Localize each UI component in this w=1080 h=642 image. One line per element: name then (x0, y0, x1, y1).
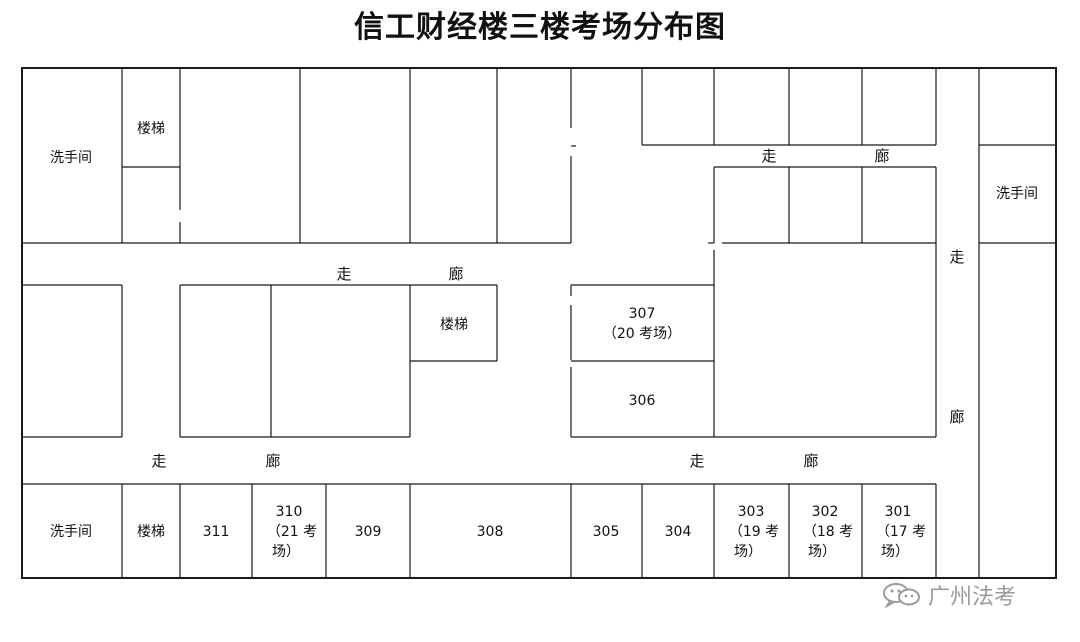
watermark-text: 广州法考 (928, 585, 1017, 610)
stairs-middle: 楼梯 (440, 317, 468, 333)
room-302-number: 302 (812, 504, 839, 520)
room-305: 305 (593, 524, 620, 540)
room-310-number: 310 (276, 504, 303, 520)
stairs-bottom-left: 楼梯 (137, 524, 165, 540)
corridor-bottom-left-zou: 走 (151, 452, 166, 470)
room-310-exam-end: 场） (272, 544, 300, 560)
page-title: 信工财经楼三楼考场分布图 (354, 10, 726, 45)
room-307-number: 307 (629, 306, 656, 322)
corridor-right-lang: 廊 (949, 408, 964, 426)
room-303-number: 303 (738, 504, 765, 520)
room-310-exam: （21 考 (267, 524, 317, 540)
room-301-exam: （17 考 (876, 524, 926, 540)
room-306: 306 (629, 393, 656, 409)
corridor-bottom-left-lang: 廊 (265, 452, 280, 470)
corridor-top-right-lang: 廊 (874, 147, 889, 165)
corridor-right-zou: 走 (949, 248, 964, 266)
room-302-exam-end: 场） (808, 544, 836, 560)
corridor-bottom-right-zou: 走 (689, 452, 704, 470)
corridor-top-right-zou: 走 (761, 147, 776, 165)
room-302-exam: （18 考 (803, 524, 853, 540)
corridor-bottom-right-lang: 廊 (803, 452, 818, 470)
corridor-middle-zou: 走 (336, 265, 351, 283)
room-301-number: 301 (885, 504, 912, 520)
room-303-exam-end: 场） (734, 544, 762, 560)
room-303-exam: （19 考 (729, 524, 779, 540)
washroom-top-right: 洗手间 (996, 186, 1038, 202)
watermark: 广州法考 (882, 580, 1016, 610)
room-labels: 洗手间 楼梯 洗手间 楼梯 307 （20 考场） 306 洗手间 楼梯 311… (50, 121, 1038, 560)
washroom-bottom-left: 洗手间 (50, 524, 92, 540)
wechat-icon (883, 583, 920, 608)
room-301-exam-end: 场） (881, 544, 909, 560)
room-304: 304 (665, 524, 692, 540)
room-309: 309 (355, 524, 382, 540)
room-311: 311 (203, 524, 230, 540)
room-307-exam: （20 考场） (603, 326, 681, 342)
corridor-middle-lang: 廊 (448, 265, 463, 283)
walls (21, 67, 1057, 579)
corridor-labels: 走 廊 走 廊 走 廊 走 廊 走 廊 (151, 147, 964, 470)
washroom-top-left: 洗手间 (50, 150, 92, 166)
stairs-top-left: 楼梯 (137, 121, 165, 137)
room-308: 308 (477, 524, 504, 540)
